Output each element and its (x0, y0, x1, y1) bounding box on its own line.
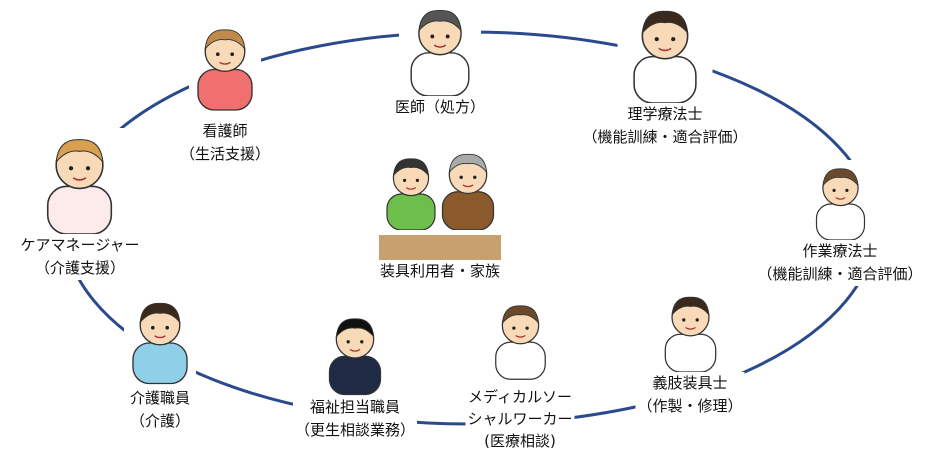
center-user-family: 装具利用者・家族 (377, 140, 503, 283)
role-occupational-therapist: 作業療法士 （機能訓練・適合評価） (755, 160, 925, 286)
role-care-manager: ケアマネージャー （介護支援） (18, 128, 142, 280)
role-prosthetist: 義肢装具士 （作製・修理） (635, 288, 745, 418)
role-medical-social-worker: メディカルソー シャルワーカー (医療相談) (465, 290, 575, 452)
role-name: 作業療法士 (755, 240, 925, 263)
nurse-icon (188, 10, 261, 120)
welfare-officer-icon (320, 308, 389, 396)
role-sub: （機能訓練・適合評価） (580, 126, 750, 149)
role-sub: （介護支援） (18, 257, 142, 280)
role-name: メディカルソー (465, 386, 575, 408)
user-and-family-icon (378, 140, 501, 260)
role-welfare-officer: 福祉担当職員 （更生相談業務） (292, 308, 418, 442)
role-name: 介護職員 (124, 387, 196, 410)
role-name: 義肢装具士 (635, 372, 745, 395)
role-name: ケアマネージャー (18, 234, 142, 257)
physical-therapist-icon (617, 0, 713, 103)
role-sub: （更生相談業務） (292, 419, 418, 442)
role-name: 医師（処方） (392, 96, 488, 119)
role-doctor: 医師（処方） (392, 0, 488, 119)
role-sub: （機能訓練・適合評価） (755, 263, 925, 286)
role-nurse: 看護師 （生活支援） (177, 10, 273, 166)
role-name: 福祉担当職員 (292, 396, 418, 419)
doctor-icon (398, 0, 481, 96)
role-name-line2: シャルワーカー (465, 408, 575, 430)
role-sub: （作製・修理） (635, 395, 745, 418)
role-care-worker: 介護職員 （介護） (124, 290, 196, 433)
role-name: 看護師 (177, 120, 273, 143)
occupational-therapist-icon (799, 160, 880, 240)
role-sub: （介護） (124, 410, 196, 433)
prosthetist-icon (649, 288, 730, 372)
role-name: 理学療法士 (580, 103, 750, 126)
role-sub: (医療相談) (465, 430, 575, 452)
center-label: 装具利用者・家族 (377, 260, 503, 283)
role-physical-therapist: 理学療法士 （機能訓練・適合評価） (580, 0, 750, 149)
care-manager-icon (34, 128, 125, 234)
medical-social-worker-icon (486, 290, 553, 386)
care-worker-icon (124, 290, 196, 387)
role-sub: （生活支援） (177, 143, 273, 166)
